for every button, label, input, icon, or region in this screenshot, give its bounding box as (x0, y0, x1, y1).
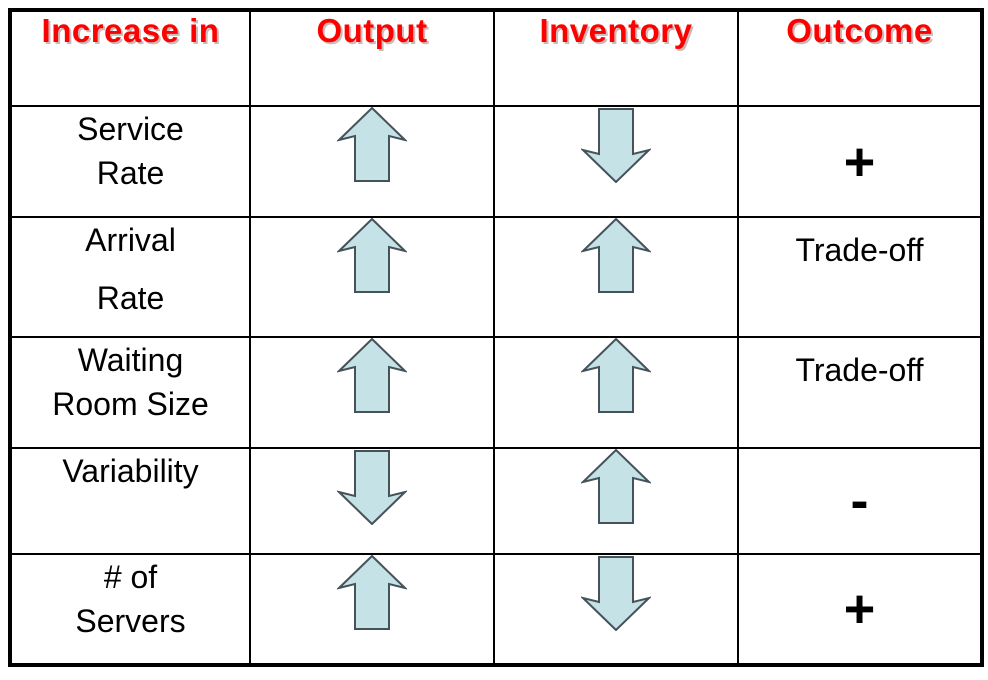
arrow-up-icon (337, 107, 407, 183)
arrow-up-icon (581, 449, 651, 525)
row-label-line: Waiting (77, 342, 184, 378)
row-label: Arrival Rate (9, 216, 251, 338)
outcome-cell: Trade-off (737, 336, 983, 449)
inventory-cell (493, 336, 739, 449)
header-row: Increase in Output Inventory Outcome (9, 9, 983, 107)
inventory-cell (493, 447, 739, 555)
outcome-cell: - (737, 447, 983, 555)
arrow-up-icon (337, 555, 407, 631)
row-label-line: Rate (96, 280, 165, 316)
arrow-up-icon (581, 218, 651, 294)
arrow-up-icon (581, 338, 651, 414)
col-header-inventory: Inventory (493, 9, 739, 107)
arrow-up-icon (337, 338, 407, 414)
outcome-cell: + (737, 105, 983, 218)
table-row-variability: Variability - (9, 447, 983, 555)
col-header-increase-in: Increase in (9, 9, 251, 107)
table-row-service-rate: Service Rate + (9, 105, 983, 218)
row-label: # of Servers (9, 553, 251, 666)
row-label-line: # of (103, 559, 158, 595)
col-header-outcome: Outcome (737, 9, 983, 107)
arrow-down-icon (337, 449, 407, 525)
row-label: Waiting Room Size (9, 336, 251, 449)
row-label-line: Room Size (52, 386, 209, 422)
arrow-up-icon (337, 218, 407, 294)
table-row-number-of-servers: # of Servers + (9, 553, 983, 666)
outcome-cell: Trade-off (737, 216, 983, 338)
col-header-output: Output (249, 9, 495, 107)
output-cell (249, 336, 495, 449)
row-label: Variability (9, 447, 251, 555)
output-cell (249, 553, 495, 666)
inventory-cell (493, 216, 739, 338)
row-label: Service Rate (9, 105, 251, 218)
row-label-line: Rate (96, 155, 165, 191)
outcome-cell: + (737, 553, 983, 666)
output-cell (249, 216, 495, 338)
row-label-line: Servers (75, 603, 186, 639)
output-cell (249, 447, 495, 555)
row-label-line: Variability (62, 453, 199, 489)
inventory-cell (493, 105, 739, 218)
queueing-tradeoff-table: Increase in Output Inventory Outcome Ser… (8, 8, 984, 667)
row-label-line: Service (77, 111, 184, 147)
output-cell (249, 105, 495, 218)
arrow-down-icon (581, 107, 651, 183)
table-row-waiting-room-size: Waiting Room Size Trade-off (9, 336, 983, 449)
inventory-cell (493, 553, 739, 666)
arrow-down-icon (581, 555, 651, 631)
row-label-line: Arrival (85, 222, 176, 258)
table-row-arrival-rate: Arrival Rate Trade-off (9, 216, 983, 338)
